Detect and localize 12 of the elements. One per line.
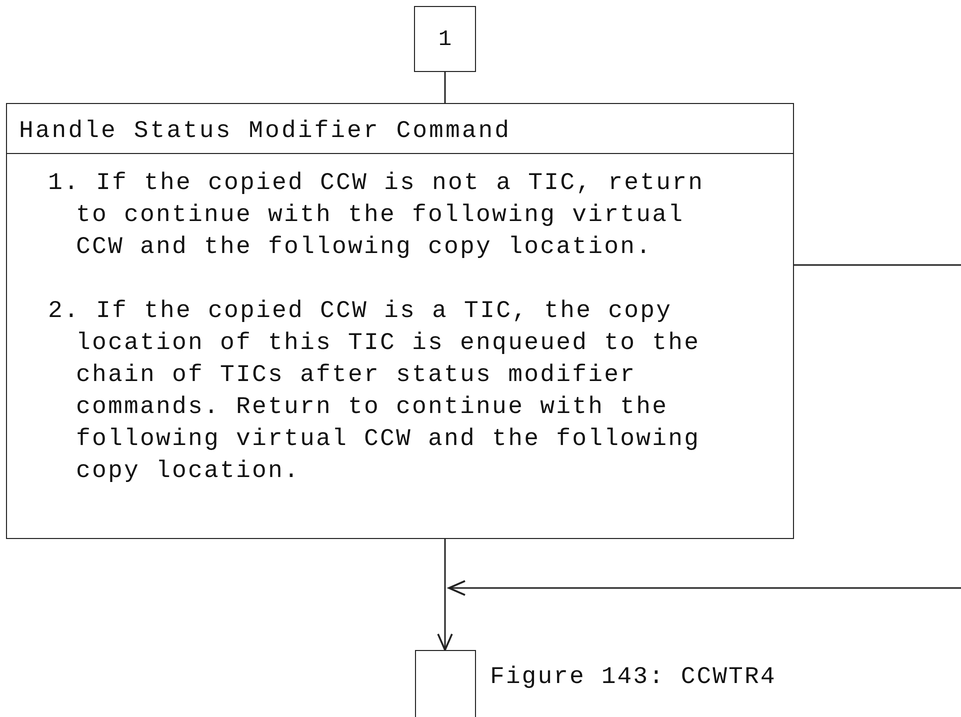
connector-line xyxy=(444,72,446,103)
connector-number: 1 xyxy=(438,26,452,52)
step-text: 1. If the copied CCW is not a TIC, return to continue with the following virtual CCW and the following copy location. xyxy=(48,169,706,263)
box-heading: Handle Status Modifier Command xyxy=(7,104,793,154)
connector-box xyxy=(414,6,476,72)
arrow xyxy=(437,539,453,651)
step-text: 2. If the copied CCW is a TIC, the copy location of this TIC is enqueued to the chain of TICs after status modifier commands. Return to continue with the following virtual CCW and the following copy location. xyxy=(48,297,702,487)
connector-box xyxy=(415,650,476,717)
figure-caption: Figure 143: CCWTR4 xyxy=(490,664,776,691)
process-box xyxy=(6,103,794,539)
connector-line xyxy=(794,264,961,266)
arrow xyxy=(448,580,961,596)
